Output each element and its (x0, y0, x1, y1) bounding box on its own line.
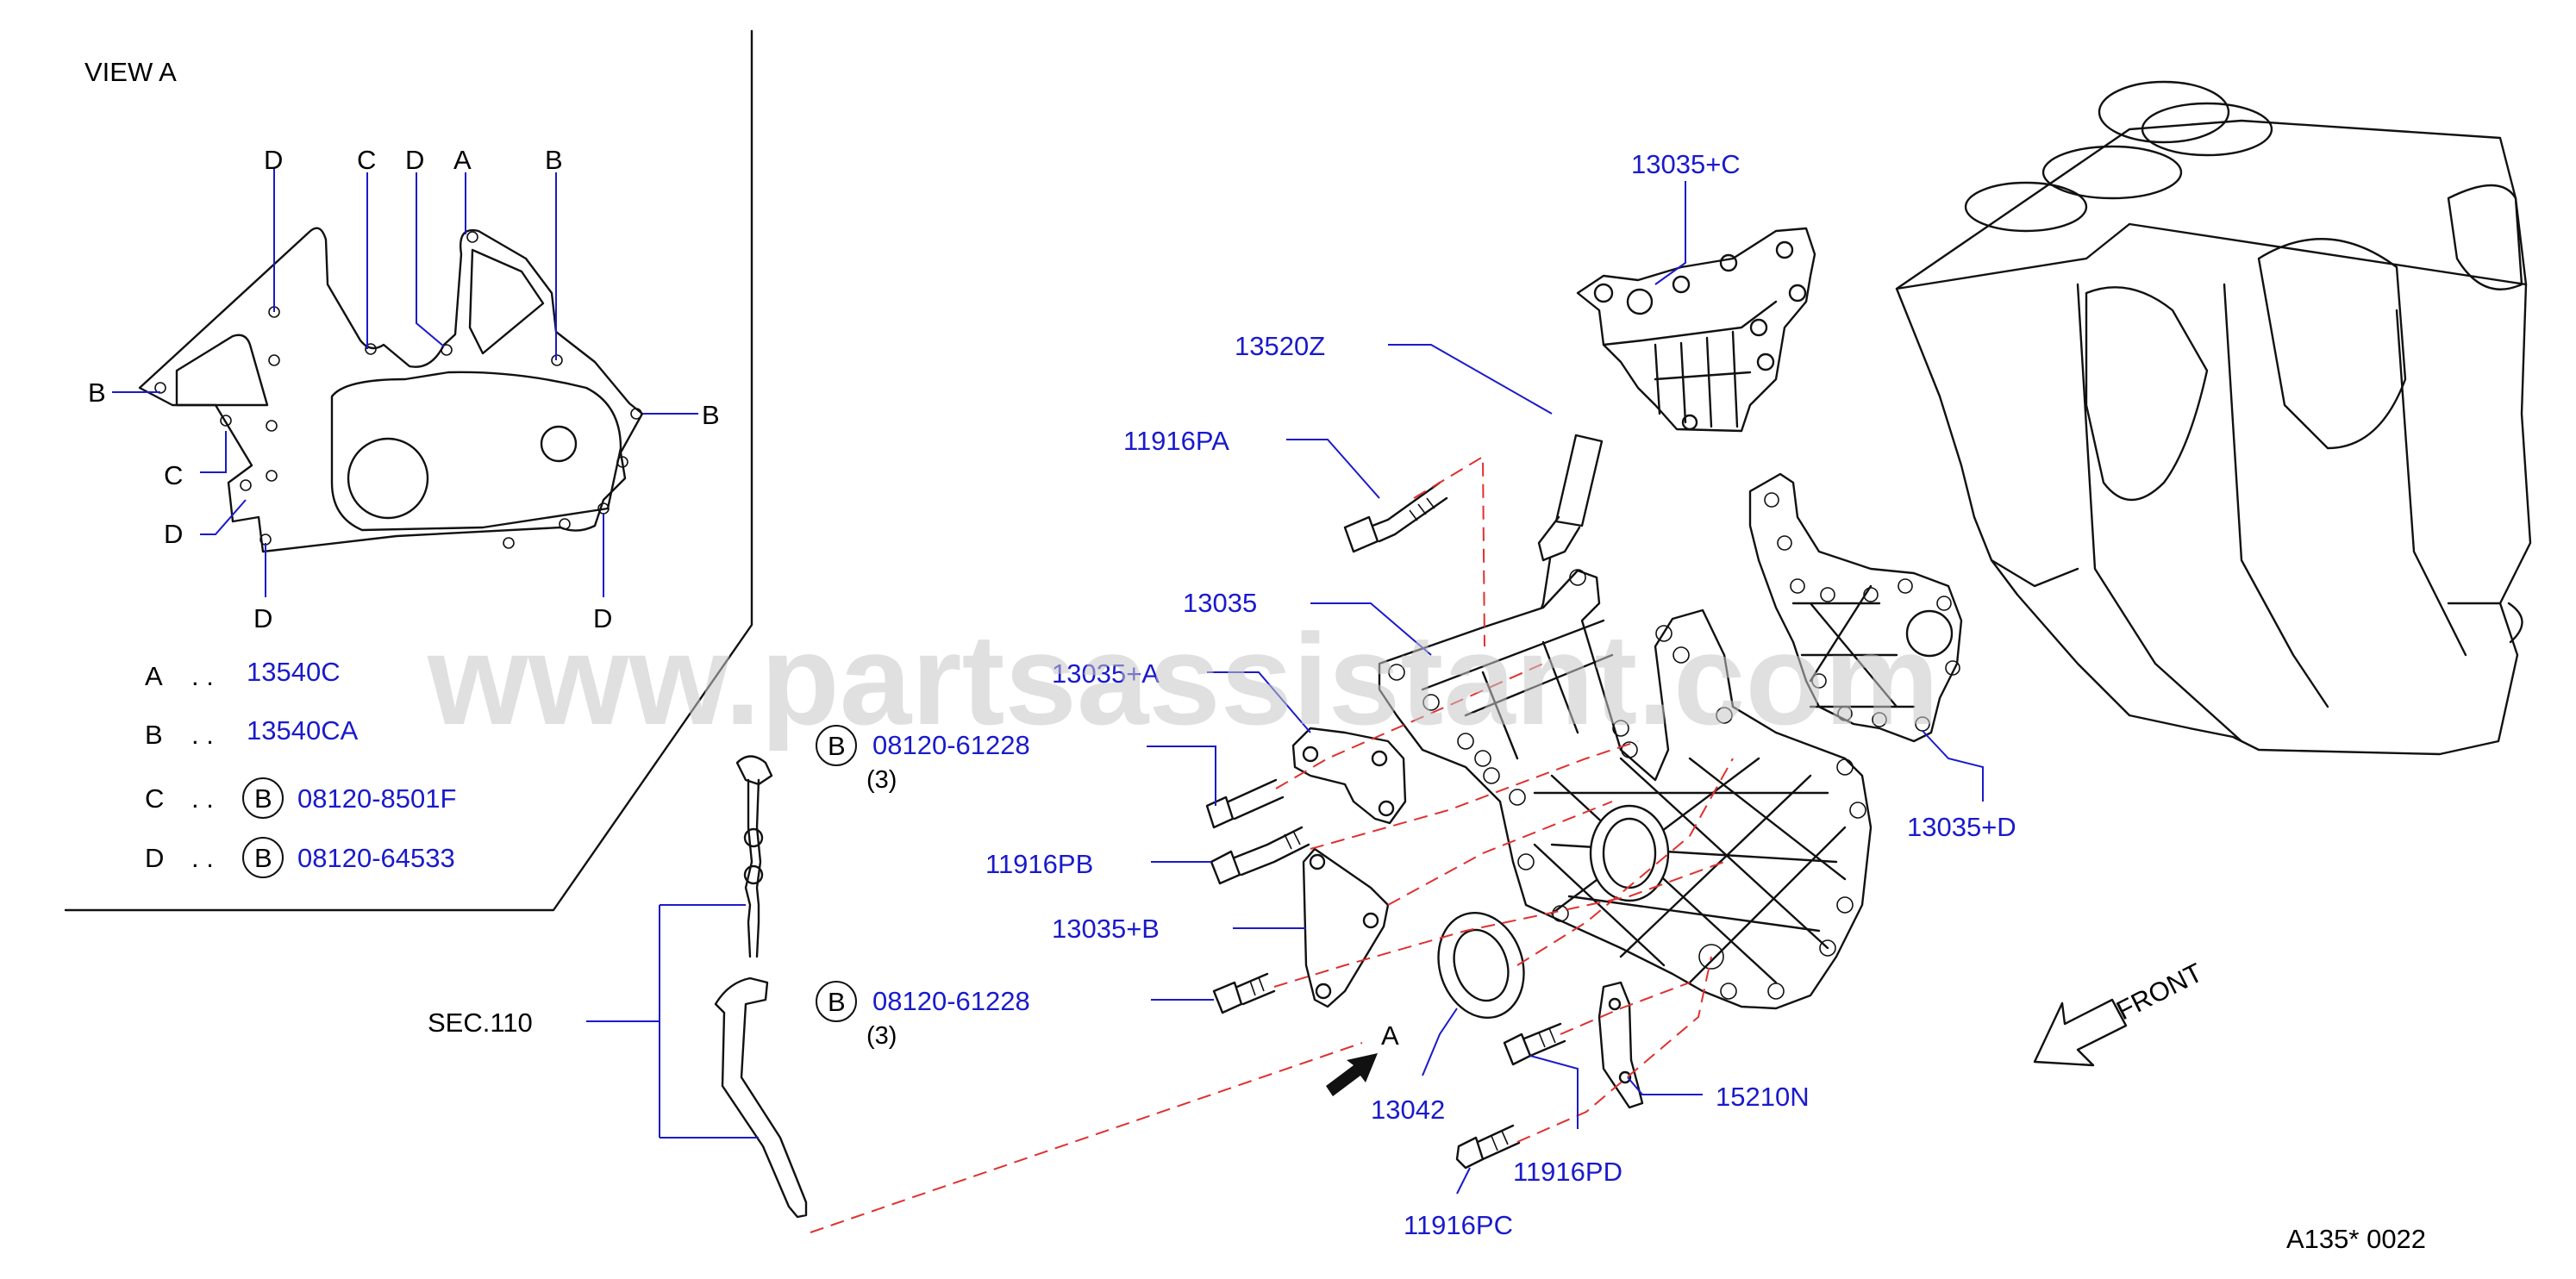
letter-d-bottom-left: D (253, 603, 272, 633)
legend-circle (242, 777, 284, 819)
callout-08120-61228-lower[interactable]: 08120-61228 (872, 986, 1030, 1016)
gasket-bolt-holes (154, 231, 642, 549)
callout-13520z[interactable]: 13520Z (1235, 331, 1325, 361)
legend-circle-letter: B (254, 783, 272, 814)
letter-d-top-left: D (264, 145, 283, 175)
circle-b-letter: B (828, 731, 846, 761)
gasket-inner-pocket (175, 334, 269, 407)
legend-key: A (145, 661, 163, 691)
view-arrow-letter: A (1381, 1020, 1399, 1051)
legend-sep: . . (191, 661, 214, 691)
bolt-11916pc-drawing (1455, 1124, 1521, 1170)
legend-part-08120-8501f[interactable]: 08120-8501F (297, 783, 456, 814)
part-13035c-drawing (1576, 227, 1816, 433)
circle-b-marker (816, 981, 857, 1022)
callout-13035[interactable]: 13035 (1183, 588, 1257, 618)
legend-sep: . . (191, 783, 214, 814)
view-arrow-icon (1326, 1053, 1378, 1096)
callout-qty-lower: (3) (866, 1022, 897, 1050)
legend-row-a: A . . 13540C (145, 657, 341, 691)
gasket-cover-body (330, 371, 622, 532)
gasket-small-hole (540, 425, 578, 463)
callout-11916pa[interactable]: 11916PA (1123, 426, 1229, 456)
callout-11916pb[interactable]: 11916PB (985, 849, 1093, 879)
watermark-text: www.partsassistant.com (427, 607, 1939, 752)
legend-row-d: D . . B 08120-64533 (145, 837, 455, 878)
callout-bolt-lower[interactable]: B 08120-61228 (3) (816, 981, 1030, 1050)
part-13035d-drawing (1748, 472, 1963, 743)
legend-key: B (145, 720, 163, 750)
seal-13042-drawing (1437, 911, 1525, 1020)
bracket-13035a-drawing (1291, 727, 1407, 825)
front-direction-indicator: FRONT (2033, 958, 2207, 1067)
circle-b-letter: B (828, 987, 846, 1017)
view-a-panel: VIEW A D (64, 29, 753, 912)
legend-part-13540ca[interactable]: 13540CA (247, 715, 359, 746)
gasket-outline-drawing (138, 227, 644, 553)
legend-circle-letter: B (254, 843, 272, 873)
callout-15210n[interactable]: 15210N (1716, 1082, 1810, 1112)
bolt-11916pb-drawing (1210, 826, 1310, 885)
gasket-large-hole (347, 437, 429, 520)
legend-circle (242, 837, 284, 878)
diagram-code: A135* 0022 (2286, 1224, 2426, 1254)
engine-block-drawing (1895, 80, 2532, 756)
letter-c-top: C (357, 145, 376, 175)
letter-d-left: D (164, 519, 183, 549)
view-a-arrow: A (1326, 1020, 1399, 1096)
callout-13035c[interactable]: 13035+C (1631, 149, 1741, 179)
gasket-top-pocket (468, 248, 545, 355)
letter-d-bottom-right: D (593, 603, 612, 633)
callout-bolt-upper[interactable]: B 08120-61228 (3) (816, 725, 1030, 794)
front-arrow-icon (2033, 998, 2128, 1067)
dipstick-sec110-drawing (714, 755, 808, 1219)
callout-11916pd[interactable]: 11916PD (1513, 1157, 1623, 1187)
callout-08120-61228-upper[interactable]: 08120-61228 (872, 730, 1030, 760)
bracket-15210n-drawing (1597, 981, 1644, 1109)
panel-border (64, 29, 753, 912)
callout-qty-upper: (3) (866, 766, 897, 794)
letter-b-right: B (702, 400, 720, 430)
callout-13035a[interactable]: 13035+A (1052, 658, 1160, 689)
plate-13035b-drawing (1302, 847, 1390, 1008)
legend-key: C (145, 783, 164, 814)
bolt-11916pa-drawing (1343, 481, 1448, 553)
bolt-08120-61228-upper-drawing (1205, 778, 1285, 829)
legend-row-b: B . . 13540CA (145, 715, 359, 750)
letter-b-left: B (88, 377, 106, 408)
circle-b-marker (816, 725, 857, 766)
callout-sec110[interactable]: SEC.110 (428, 1008, 533, 1038)
view-title: VIEW A (84, 57, 177, 87)
callout-13035d[interactable]: 13035+D (1907, 812, 2016, 842)
legend-part-13540c[interactable]: 13540C (247, 657, 341, 687)
letter-c-left: C (164, 460, 183, 490)
legend-sep: . . (191, 720, 214, 750)
callout-11916pc[interactable]: 11916PC (1404, 1210, 1513, 1240)
front-label: FRONT (2111, 958, 2207, 1026)
legend-key: D (145, 843, 164, 873)
part-13035-front-cover-drawing (1378, 569, 1873, 1010)
letter-d-top: D (405, 145, 424, 175)
view-a-leaders (112, 168, 698, 597)
bolt-08120-61228-lower-drawing (1212, 972, 1276, 1014)
letter-b-top: B (545, 145, 563, 175)
legend-row-c: C . . B 08120-8501F (145, 777, 456, 819)
callout-leaders (586, 181, 1984, 1195)
callout-13035b[interactable]: 13035+B (1052, 914, 1160, 944)
alignment-dashed-lines (810, 455, 1734, 1233)
legend-part-08120-64533[interactable]: 08120-64533 (297, 843, 455, 873)
letter-a-top: A (453, 145, 472, 175)
legend-sep: . . (191, 843, 214, 873)
bolt-11916pd-drawing (1503, 1022, 1566, 1066)
callout-13042[interactable]: 13042 (1371, 1095, 1445, 1125)
